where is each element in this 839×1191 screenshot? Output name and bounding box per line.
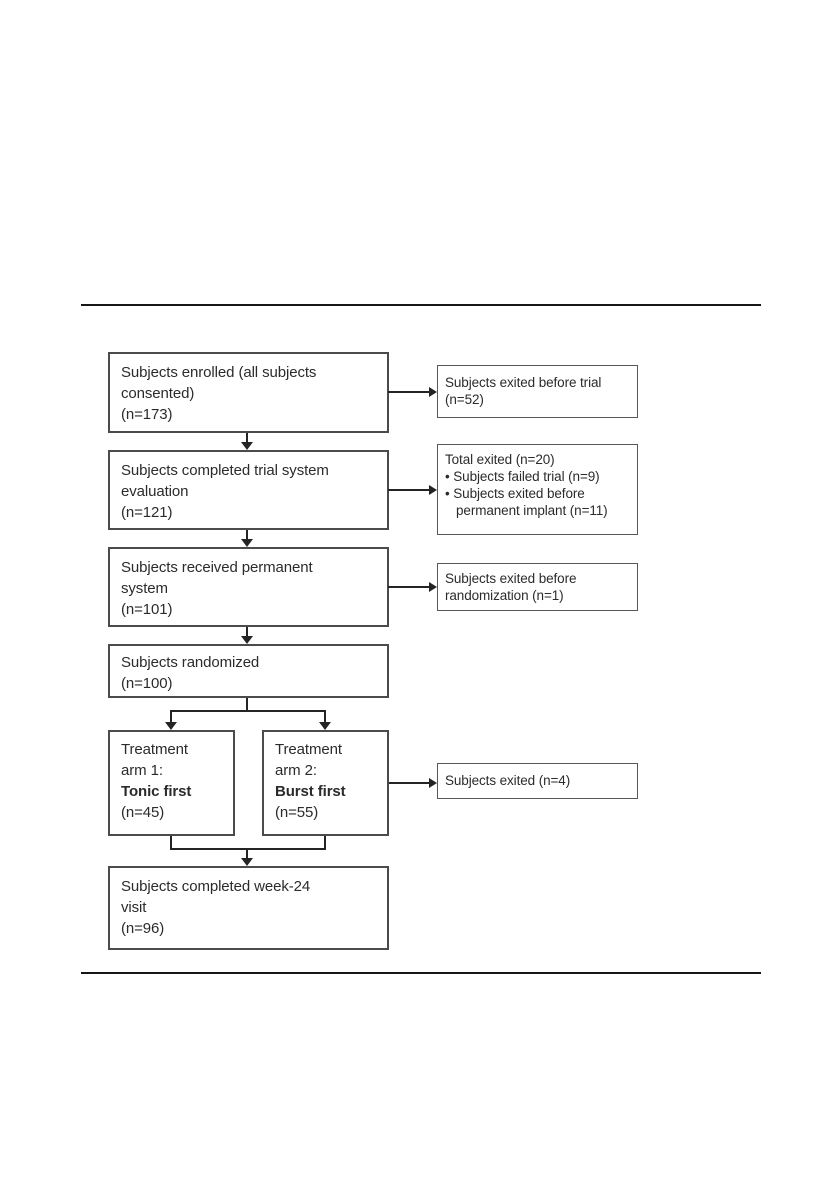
arrow-evaluation-to-permanent-head: [241, 539, 253, 547]
branch-stem-line: [246, 698, 248, 712]
arrow-evaluation-to-permanent-line: [246, 530, 248, 540]
total-exited-title: Total exited (n=20): [445, 452, 555, 467]
arrow-enrolled-to-evaluation-head: [241, 442, 253, 450]
arrow-to-arm1-head: [165, 722, 177, 730]
box-exited-before-randomization: Subjects exited before randomization (n=…: [437, 563, 638, 611]
box-treatment-arm-1: Treatment arm 1: Tonic first (n=45): [108, 730, 235, 836]
arrow-to-total-exited-line: [388, 489, 430, 491]
arrow-to-subjects-exited-head: [429, 778, 437, 788]
total-exited-bullet-1: • Subjects failed trial (n=9): [445, 469, 600, 484]
join-horizontal-line: [170, 848, 326, 850]
box-permanent-system: Subjects received permanent system (n=10…: [108, 547, 389, 627]
box-subjects-randomized: Subjects randomized (n=100): [108, 644, 389, 698]
arrow-to-exited-before-randomization-head: [429, 582, 437, 592]
branch-right-drop-line: [324, 710, 326, 723]
branch-horizontal-line: [170, 710, 326, 712]
arrow-join-to-week24-line: [246, 848, 248, 859]
arm2-count: (n=55): [275, 804, 319, 821]
box-trial-system-evaluation: Subjects completed trial system evaluati…: [108, 450, 389, 530]
join-left-stub-line: [170, 836, 172, 850]
arm2-label: Treatment arm 2:: [275, 741, 342, 779]
arrow-to-exited-before-randomization-line: [388, 586, 430, 588]
arrow-enrolled-to-evaluation-line: [246, 433, 248, 443]
box-treatment-arm-2: Treatment arm 2: Burst first (n=55): [262, 730, 389, 836]
arrow-join-to-week24-head: [241, 858, 253, 866]
arm1-group-name: Tonic first: [121, 783, 192, 800]
bottom-rule: [81, 972, 761, 974]
branch-left-drop-line: [170, 710, 172, 723]
arrow-to-subjects-exited-line: [389, 782, 430, 784]
arrow-to-exited-before-trial-line: [388, 391, 430, 393]
box-total-exited: Total exited (n=20) • Subjects failed tr…: [437, 444, 638, 535]
total-exited-bullet-2: • Subjects exited before permanent impla…: [445, 486, 608, 518]
arrow-permanent-to-randomized-head: [241, 636, 253, 644]
arrow-permanent-to-randomized-line: [246, 627, 248, 637]
box-subjects-exited: Subjects exited (n=4): [437, 763, 638, 799]
arm1-count: (n=45): [121, 804, 165, 821]
top-rule: [81, 304, 761, 306]
arm2-group-name: Burst first: [275, 783, 346, 800]
box-week-24-visit: Subjects completed week-24 visit (n=96): [108, 866, 389, 950]
arm1-label: Treatment arm 1:: [121, 741, 188, 779]
box-exited-before-trial: Subjects exited before trial (n=52): [437, 365, 638, 418]
arrow-to-exited-before-trial-head: [429, 387, 437, 397]
arrow-to-arm2-head: [319, 722, 331, 730]
box-subjects-enrolled: Subjects enrolled (all subjects consente…: [108, 352, 389, 433]
join-right-stub-line: [324, 836, 326, 850]
arrow-to-total-exited-head: [429, 485, 437, 495]
